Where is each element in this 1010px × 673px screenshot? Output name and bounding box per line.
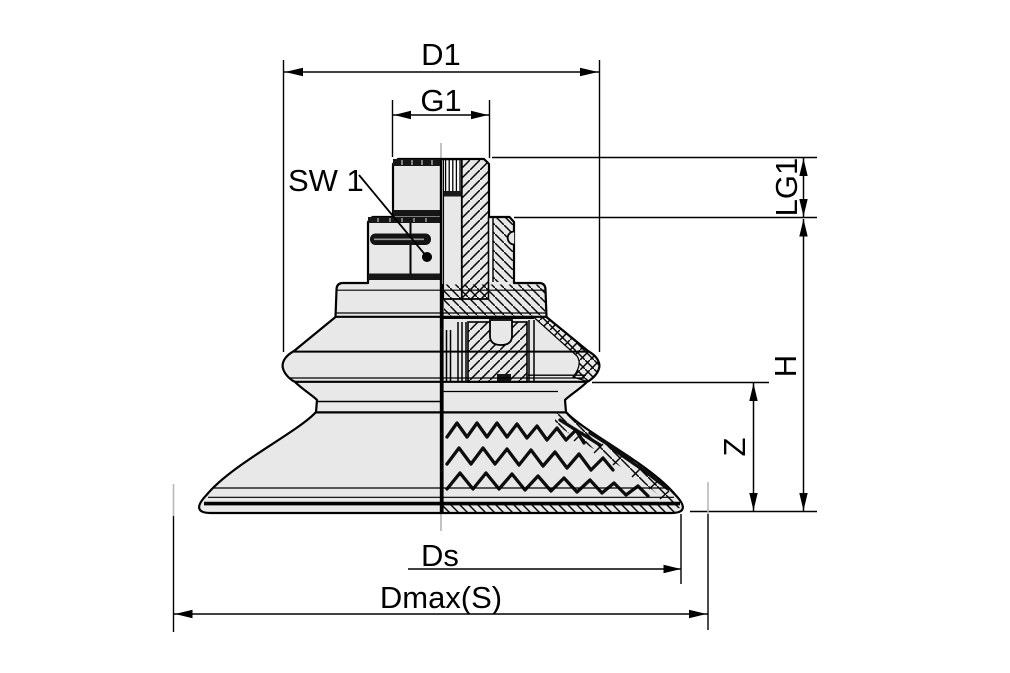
sw1-leader-dot bbox=[422, 252, 432, 262]
lg1-arrow-top bbox=[799, 158, 808, 176]
thread-bore-section bbox=[442, 158, 463, 299]
z-arrow-bottom bbox=[749, 493, 758, 511]
lip-section bbox=[443, 505, 676, 513]
dimension-ds: Ds bbox=[408, 514, 682, 584]
dimension-dmax: Dmax(S) bbox=[172, 482, 709, 632]
dmax-arrow-left bbox=[175, 609, 193, 619]
d1-arrow-right bbox=[580, 67, 598, 77]
dimension-lg1: LG1 bbox=[492, 156, 817, 219]
callout-sw1: SW 1 bbox=[288, 163, 432, 262]
body-detail-lines bbox=[204, 289, 680, 506]
sw1-leader-line bbox=[358, 174, 428, 258]
valve-slot bbox=[489, 319, 513, 346]
nut-bottom-band bbox=[368, 273, 441, 280]
dimension-d1: D1 bbox=[282, 37, 601, 352]
z-arrow-top bbox=[749, 383, 758, 401]
h-arrow-bottom bbox=[799, 493, 808, 511]
dimension-g1: G1 bbox=[391, 83, 491, 158]
cup-section-right-half bbox=[439, 157, 684, 515]
nut-top-band bbox=[368, 217, 441, 223]
g1-arrow-right bbox=[471, 110, 488, 120]
fitting-wall-section bbox=[443, 159, 490, 300]
lg1-arrow-bottom bbox=[799, 199, 808, 217]
cup-exterior-left-half bbox=[198, 157, 443, 515]
flange-notch bbox=[506, 230, 515, 246]
dimension-h: H bbox=[690, 219, 817, 513]
ds-arrow-right bbox=[663, 564, 681, 574]
rubber-flange-section bbox=[489, 218, 515, 282]
dim-label-ds: Ds bbox=[421, 538, 459, 573]
dim-label-h: H bbox=[768, 355, 803, 377]
nut-top-ticks bbox=[377, 218, 427, 222]
dimension-z: Z bbox=[592, 381, 769, 511]
fitting-bottom-band bbox=[393, 210, 441, 217]
thread-top-band bbox=[393, 159, 441, 166]
thread-top-ticks bbox=[401, 160, 433, 165]
grip-texture-zigzag bbox=[445, 418, 670, 498]
dim-label-d1: D1 bbox=[421, 37, 461, 72]
dim-label-lg1: LG1 bbox=[769, 158, 804, 217]
dim-label-g1: G1 bbox=[420, 83, 461, 118]
dmax-arrow-right bbox=[689, 609, 707, 619]
bellows-fold-section bbox=[531, 315, 600, 383]
dim-label-sw1: SW 1 bbox=[288, 163, 364, 198]
dim-label-z: Z bbox=[717, 438, 752, 457]
cup-left-silhouette bbox=[198, 157, 443, 515]
collar-section bbox=[444, 284, 545, 316]
d1-arrow-left bbox=[285, 67, 303, 77]
h-arrow-top bbox=[799, 219, 808, 237]
g1-arrow-left bbox=[394, 110, 411, 120]
dim-label-dmax: Dmax(S) bbox=[380, 580, 502, 615]
